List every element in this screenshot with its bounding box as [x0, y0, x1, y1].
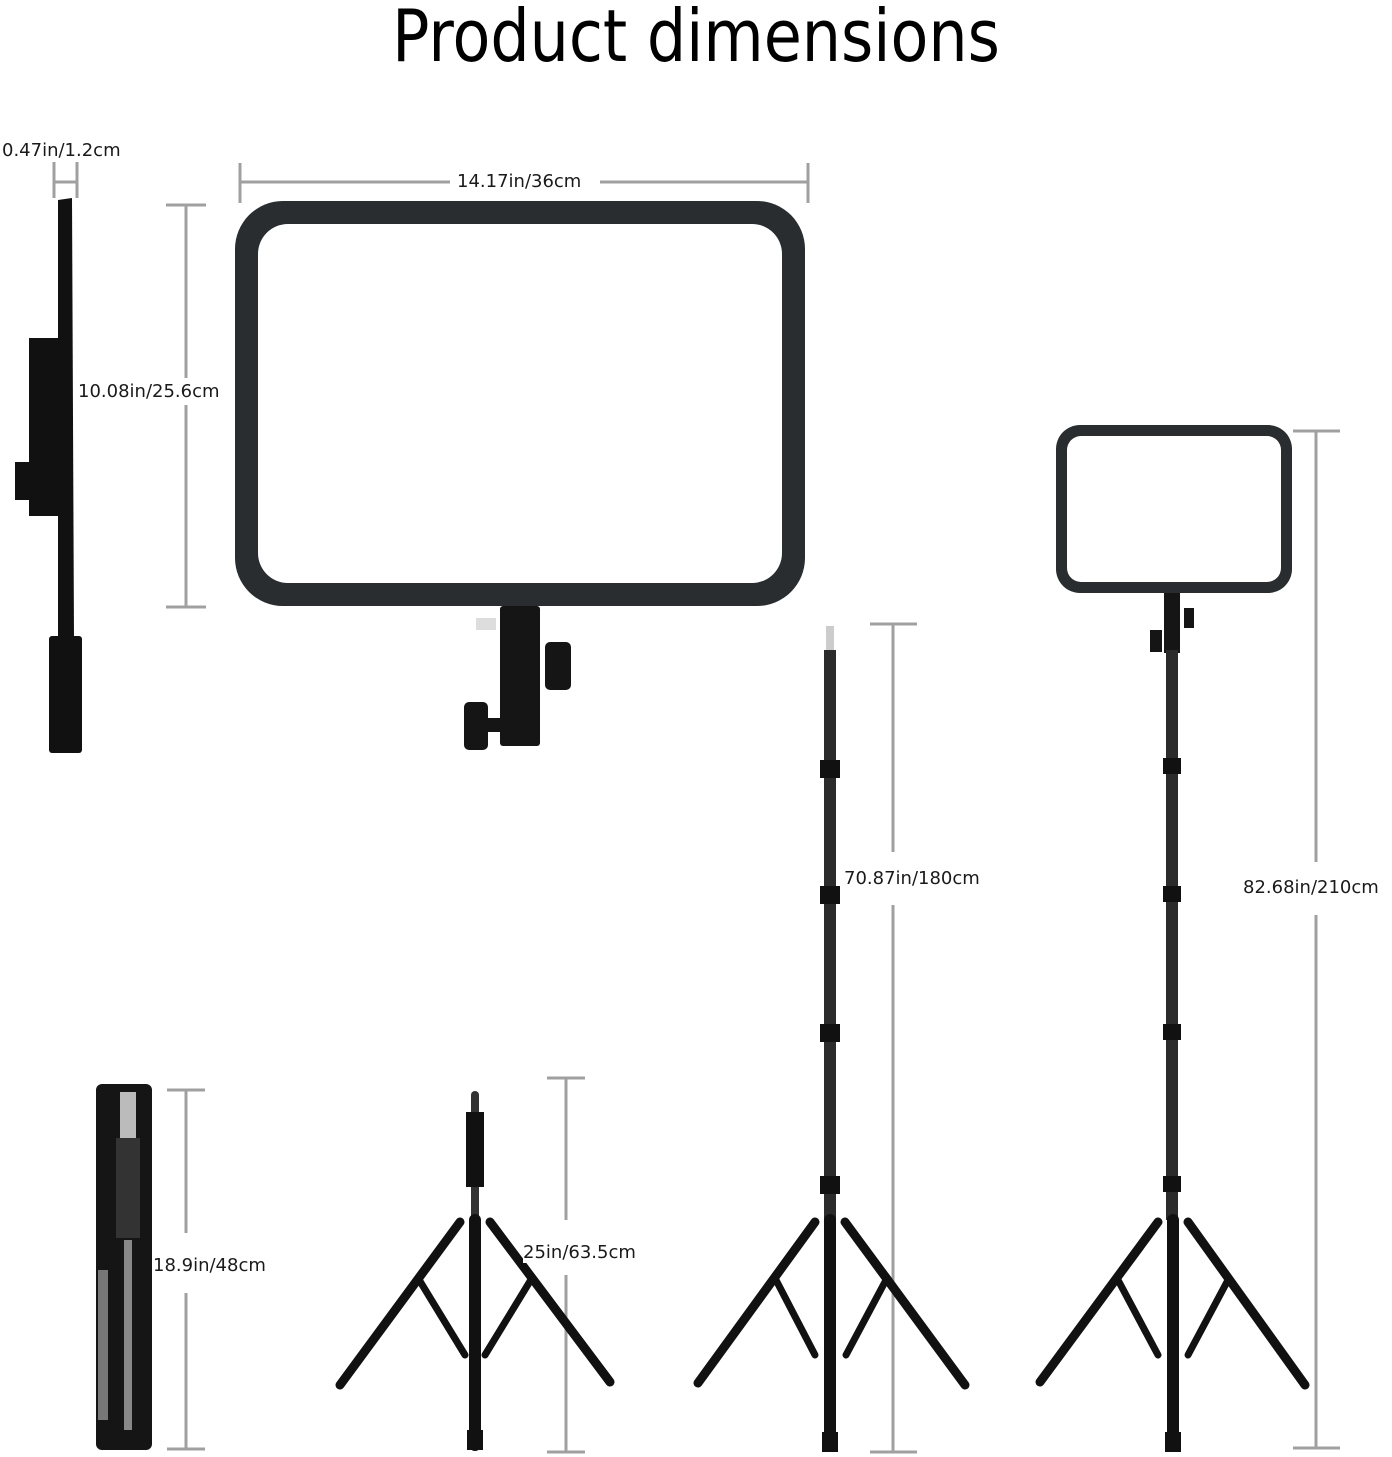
stand-extended — [820, 626, 840, 1220]
dimension-lines — [52, 162, 1340, 1454]
panel-height-label: 10.08in/25.6cm — [78, 381, 220, 402]
panel-on-stand — [1056, 425, 1292, 1220]
folded-height-label: 18.9in/48cm — [153, 1255, 266, 1276]
panel-side-view — [15, 198, 82, 753]
max-stand-height-label: 70.87in/180cm — [844, 868, 980, 889]
stand-folded — [96, 1084, 152, 1450]
page-title: Product dimensions — [392, 0, 1000, 78]
panel-front-view — [235, 201, 805, 750]
total-height-label: 82.68in/210cm — [1243, 877, 1379, 898]
tripod-bases — [335, 1091, 1310, 1452]
thickness-label: 0.47in/1.2cm — [2, 140, 121, 161]
width-label: 14.17in/36cm — [457, 171, 582, 192]
min-stand-height-label: 25in/63.5cm — [523, 1242, 636, 1263]
